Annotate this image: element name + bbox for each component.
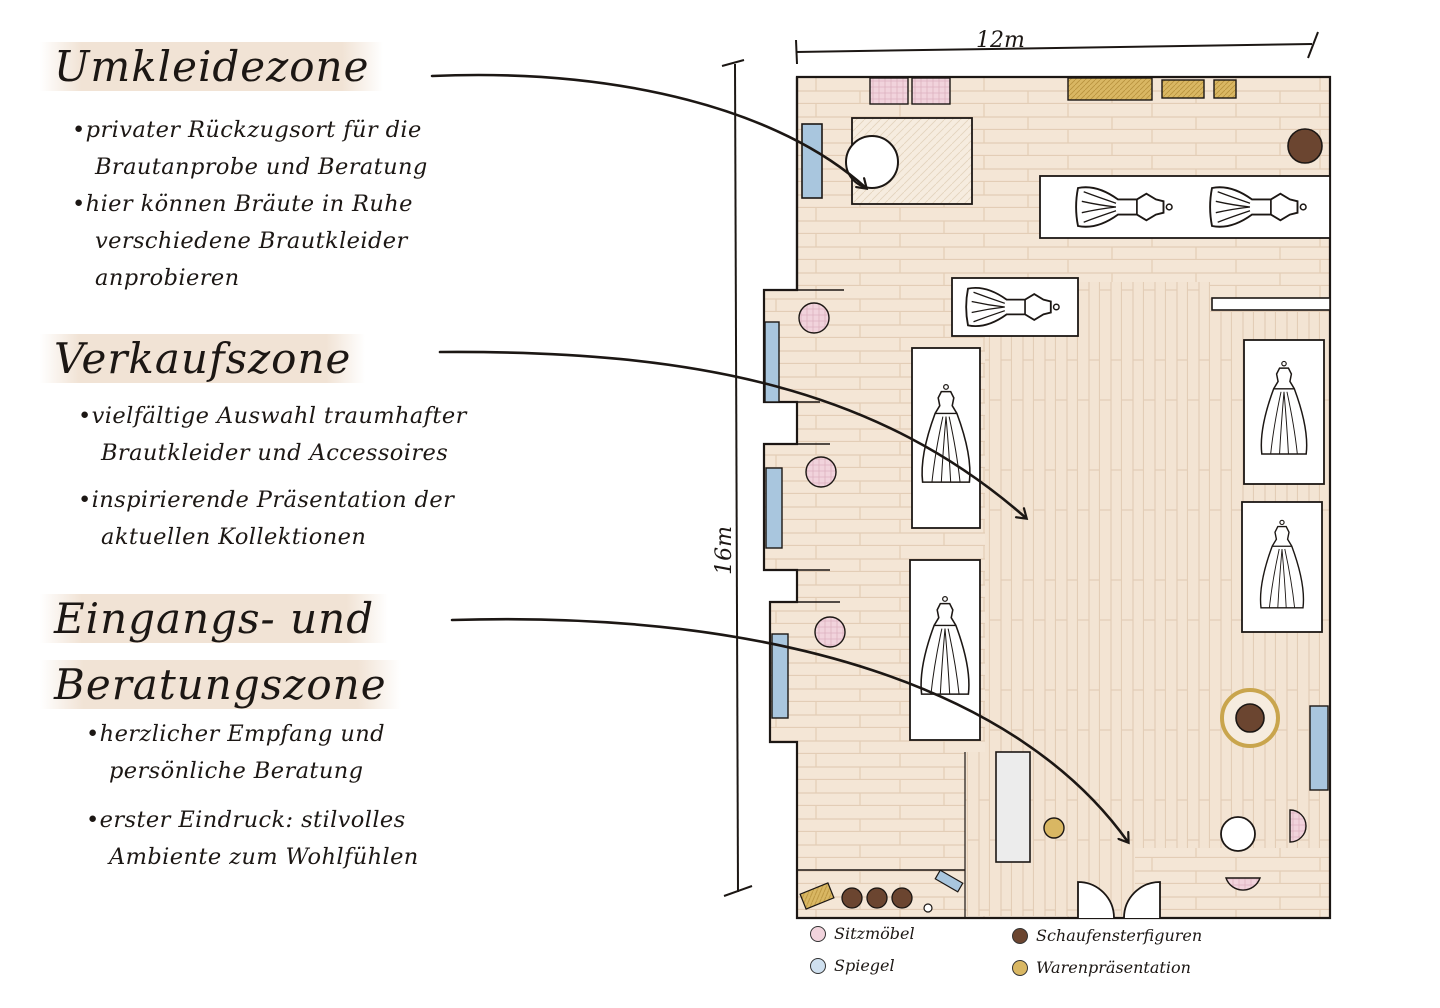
seat-consult-1 xyxy=(1220,816,1256,852)
mirror-booth-1 xyxy=(764,321,780,403)
mirror-booth-3 xyxy=(771,633,789,719)
mannequin-round xyxy=(1235,703,1265,733)
bullet-verkauf-2: inspirierende Präsentation der aktuellen… xyxy=(78,482,454,556)
mirror-changing xyxy=(801,123,823,199)
display-window-1 xyxy=(799,882,835,910)
mirror-booth-2 xyxy=(765,467,783,549)
seat-consult-3 xyxy=(1225,877,1261,891)
zone-title-verkaufszone: Verkaufszone xyxy=(40,334,366,383)
mannequin-window-1 xyxy=(841,887,863,909)
legend-swatch-seat xyxy=(810,925,826,942)
wall-shelf xyxy=(1211,297,1331,311)
height-dimension-line xyxy=(734,63,739,893)
legend-item-schaufensterfiguren: Schaufensterfiguren xyxy=(1012,926,1202,945)
seat-booth-3 xyxy=(814,616,846,648)
display-top-2 xyxy=(1161,79,1205,99)
legend-item-spiegel: Spiegel xyxy=(810,956,895,975)
zone-title-eingangszone: Eingangs- und xyxy=(40,594,389,643)
mannequin-window-3 xyxy=(891,887,913,909)
mannequin-top xyxy=(1287,128,1323,164)
entrance-door-left xyxy=(1077,881,1115,919)
legend-item-sitzmoebel: Sitzmöbel xyxy=(810,924,915,943)
bullet-umkleide-2: hier können Bräute in Ruhe verschiedene … xyxy=(72,186,413,297)
changing-seat xyxy=(845,135,899,189)
mirror-window xyxy=(934,869,964,893)
entrance-door-right xyxy=(1123,881,1161,919)
seat-consult-2 xyxy=(1289,809,1307,843)
seat-booth-2 xyxy=(805,456,837,488)
arrow-icon xyxy=(438,350,1026,518)
legend-swatch-mannequin xyxy=(1012,927,1028,944)
zone-title-beratungszone: Beratungszone xyxy=(40,660,401,709)
width-dimension-line xyxy=(795,43,1313,53)
legend-item-warenpraesentation: Warenpräsentation xyxy=(1012,958,1191,977)
mirror-right xyxy=(1309,705,1329,791)
arrow-icon xyxy=(430,73,866,188)
counter xyxy=(995,751,1031,863)
display-top-3 xyxy=(1213,79,1237,99)
bullet-umkleide-1: privater Rückzugsort für die Brautanprob… xyxy=(72,112,428,186)
seat-booth-1 xyxy=(798,302,830,334)
seat-top-1 xyxy=(869,77,909,105)
bullet-verkauf-1: vielfältige Auswahl traumhafter Brautkle… xyxy=(78,398,467,472)
mannequin-window-2 xyxy=(866,887,888,909)
bullet-eingang-2: erster Eindruck: stilvolles Ambiente zum… xyxy=(86,802,419,876)
zone-title-umkleidezone: Umkleidezone xyxy=(40,42,384,91)
display-top-1 xyxy=(1067,77,1153,101)
floor-sales-area xyxy=(965,282,1330,916)
legend-swatch-display xyxy=(1012,959,1028,976)
legend-swatch-mirror xyxy=(810,957,826,974)
arrow-icon xyxy=(450,617,1128,842)
seat-top-2 xyxy=(911,77,951,105)
bullet-eingang-1: herzlicher Empfang und persönliche Berat… xyxy=(86,716,385,790)
display-small xyxy=(1043,817,1065,839)
